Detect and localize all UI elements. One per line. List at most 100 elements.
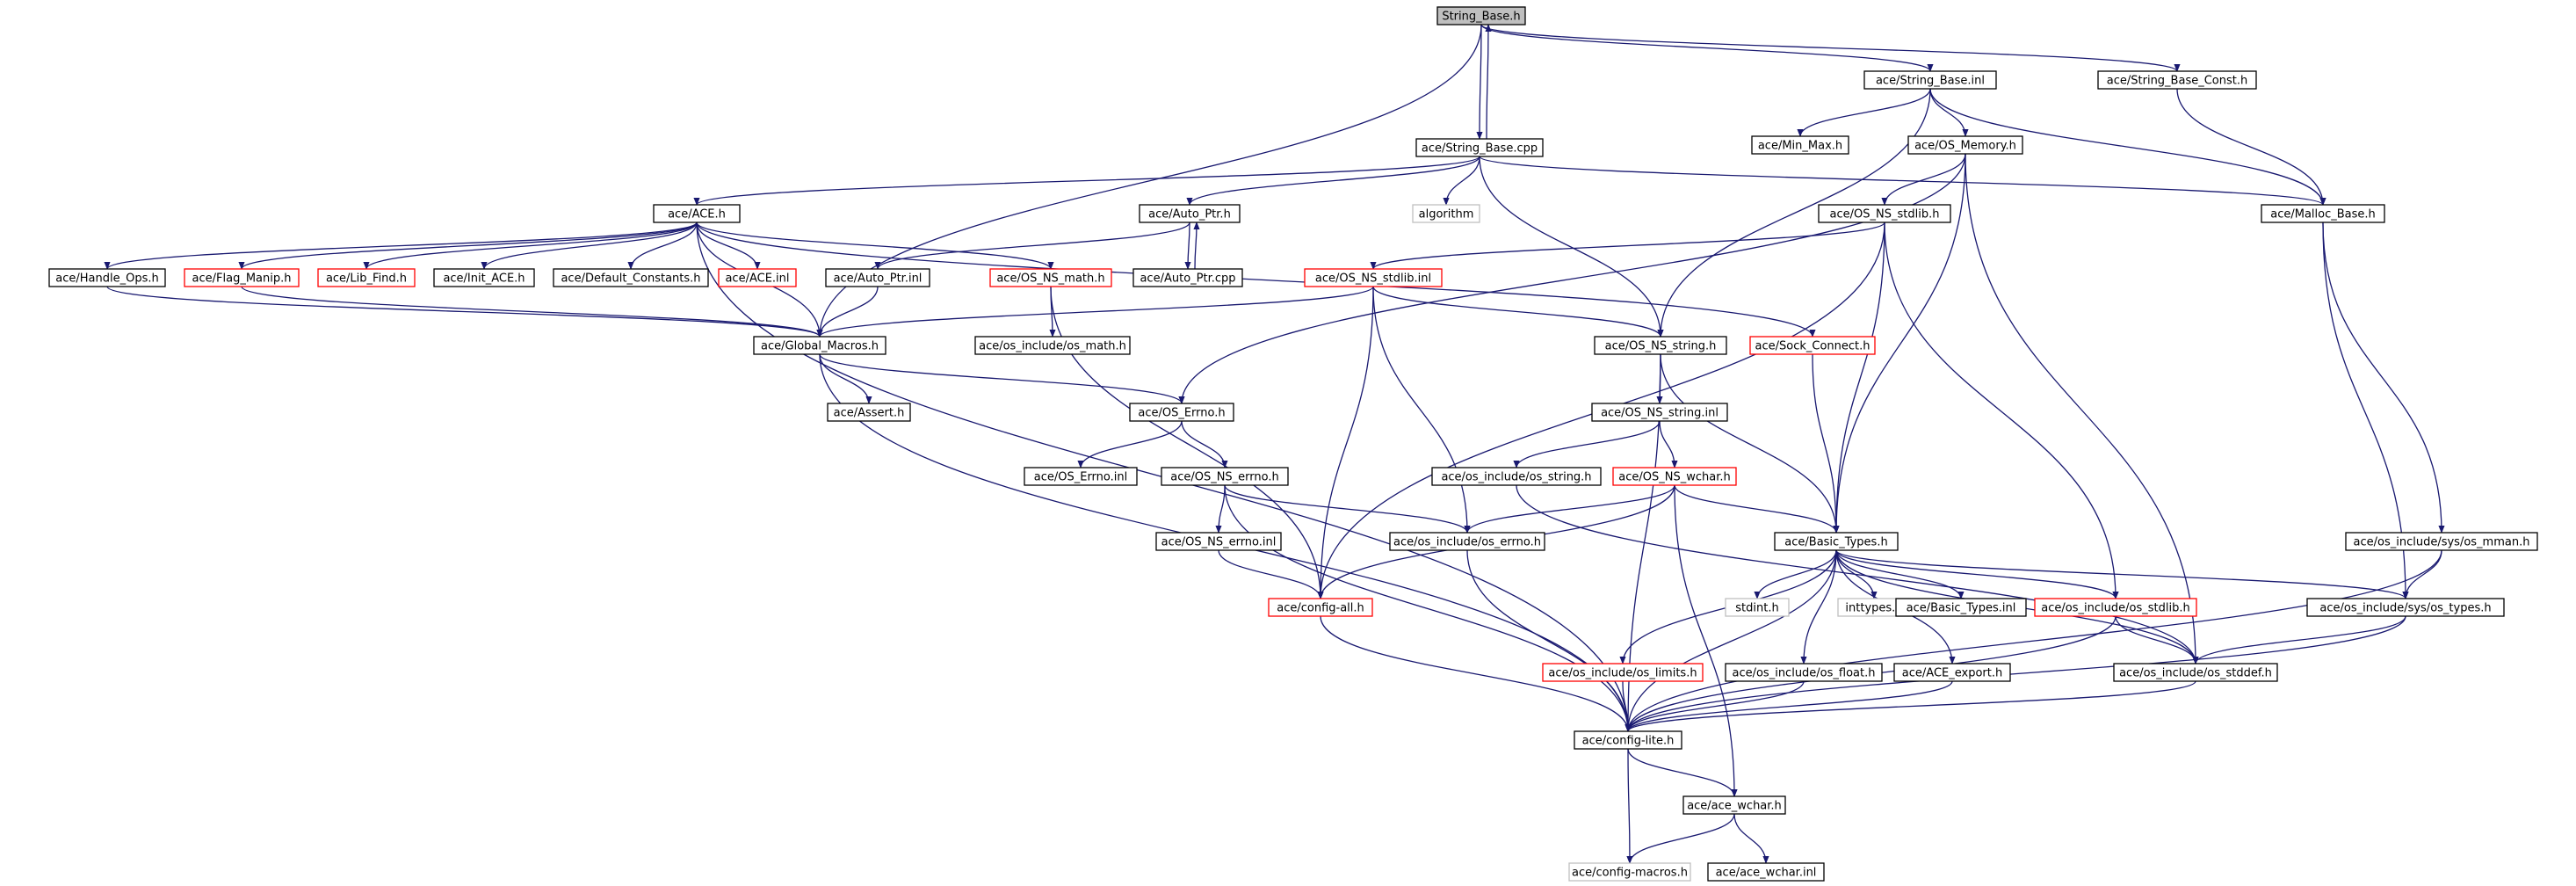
node-box	[1574, 730, 1682, 750]
node-ace_os_memory_h[interactable]: ace/OS_Memory.h	[1907, 135, 2023, 155]
node-ace_os_ns_stdlib_h[interactable]: ace/OS_NS_stdlib.h	[1818, 204, 1951, 223]
edge-ace_os_memory_h-to-ace_os_ns_stdlib_h	[1881, 153, 1966, 206]
edge-ace_os_ns_wchar_h-to-ace_ace_wchar_h	[1674, 484, 1738, 797]
node-ace_os_include_os_string_h[interactable]: ace/os_include/os_string.h	[1431, 467, 1602, 486]
node-label: ace/ace_wchar.inl	[1716, 867, 1817, 880]
edge-ace_string_base_inl-to-ace_min_max_h	[1797, 88, 1931, 137]
edge-ace_os_ns_stdlib_inl-to-ace_config_all_h	[1317, 286, 1374, 599]
node-label: ace/config-macros.h	[1572, 867, 1688, 880]
node-ace_min_max_h[interactable]: ace/Min_Max.h	[1751, 135, 1849, 155]
node-label: ace/OS_NS_stdlib.h	[1830, 208, 1940, 222]
node-ace_os_include_sys_os_types_h[interactable]: ace/os_include/sys/os_types.h	[2306, 598, 2505, 617]
node-ace_lib_find_h[interactable]: ace/Lib_Find.h	[317, 268, 416, 287]
node-ace_ace_inl[interactable]: ace/ACE.inl	[718, 268, 797, 287]
node-ace_ace_h[interactable]: ace/ACE.h	[653, 204, 741, 223]
edge-string_base_h-to-ace_global_macros_h	[816, 24, 1482, 338]
node-ace_flag_manip_h[interactable]: ace/Flag_Manip.h	[184, 268, 300, 287]
node-box	[1907, 135, 2023, 155]
edge-ace_ace_h-to-ace_lib_find_h	[363, 222, 698, 270]
node-label: ace/os_include/sys/os_mman.h	[2354, 536, 2530, 549]
edge-ace_malloc_base_h-to-ace_os_include_sys_os_mman_h	[2322, 222, 2445, 534]
node-ace_auto_ptr_inl[interactable]: ace/Auto_Ptr.inl	[825, 268, 930, 287]
node-ace_ace_wchar_h[interactable]: ace/ace_wchar.h	[1682, 795, 1786, 815]
node-ace_os_include_sys_os_mman_h[interactable]: ace/os_include/sys/os_mman.h	[2345, 532, 2538, 551]
edge-ace_string_base_cpp-to-ace_malloc_base_h	[1479, 156, 2326, 206]
node-ace_handle_ops_h[interactable]: ace/Handle_Ops.h	[48, 268, 166, 287]
node-ace_string_base_const_h[interactable]: ace/String_Base_Const.h	[2097, 70, 2257, 90]
edge-ace_ace_h-to-ace_sock_connect_h	[696, 222, 1816, 338]
edges-layer	[104, 24, 2445, 864]
node-ace_os_ns_string_inl[interactable]: ace/OS_NS_string.inl	[1591, 403, 1728, 422]
node-label: ace/os_include/os_stdlib.h	[2041, 602, 2189, 615]
node-box	[1415, 138, 1544, 157]
node-box	[1751, 135, 1849, 155]
edge-ace_os_ns_errno_h-to-ace_config_lite_h	[1224, 484, 1632, 732]
node-ace_os_ns_wchar_h[interactable]: ace/OS_NS_wchar.h	[1612, 467, 1737, 486]
node-ace_os_ns_stdlib_inl[interactable]: ace/OS_NS_stdlib.inl	[1304, 268, 1443, 287]
node-box	[1412, 204, 1480, 223]
edge-ace_os_memory_h-to-ace_os_errno_h	[1178, 153, 1966, 404]
node-ace_os_ns_math_h[interactable]: ace/OS_NS_math.h	[989, 268, 1112, 287]
node-label: ace/ace_wchar.h	[1687, 800, 1782, 813]
node-ace_malloc_base_h[interactable]: ace/Malloc_Base.h	[2261, 204, 2385, 223]
node-label: ace/OS_Errno.h	[1138, 407, 1225, 420]
node-ace_os_include_os_errno_h[interactable]: ace/os_include/os_errno.h	[1389, 532, 1545, 551]
edge-ace_basic_types_h-to-ace_os_include_sys_os_types_h	[1835, 549, 2409, 599]
edge-ace_ace_h-to-ace_os_ns_math_h	[696, 222, 1054, 270]
edge-ace_os_ns_stdlib_h-to-ace_os_include_os_stdlib_h	[1884, 222, 2119, 599]
node-ace_os_include_os_stddef_h[interactable]: ace/os_include/os_stddef.h	[2113, 663, 2278, 682]
node-ace_ace_export_h[interactable]: ace/ACE_export.h	[1893, 663, 2011, 682]
node-ace_init_ace_h[interactable]: ace/Init_ACE.h	[433, 268, 535, 287]
node-label: ace/Auto_Ptr.inl	[834, 272, 923, 286]
edge-ace_os_ns_stdlib_inl-to-ace_os_ns_string_h	[1372, 286, 1664, 338]
node-label: ace/ACE.inl	[725, 272, 789, 286]
node-ace_os_include_os_float_h[interactable]: ace/os_include/os_float.h	[1725, 663, 1883, 682]
node-box	[433, 268, 535, 287]
node-ace_os_ns_errno_h[interactable]: ace/OS_NS_errno.h	[1161, 467, 1289, 486]
node-ace_os_errno_h[interactable]: ace/OS_Errno.h	[1129, 403, 1234, 422]
node-label: ace/Default_Constants.h	[561, 272, 700, 286]
edge-ace_os_ns_errno_h-to-ace_os_include_os_errno_h	[1224, 484, 1471, 534]
edge-ace_os_include_sys_os_mman_h-to-ace_os_include_sys_os_types_h	[2402, 549, 2442, 599]
node-ace_ace_wchar_inl[interactable]: ace/ace_wchar.inl	[1707, 862, 1825, 882]
edge-ace_os_ns_string_inl-to-ace_os_include_os_string_h	[1513, 420, 1661, 468]
node-label: ace/Min_Max.h	[1758, 140, 1842, 153]
node-ace_config_all_h[interactable]: ace/config-all.h	[1268, 598, 1373, 617]
node-ace_basic_types_inl[interactable]: ace/Basic_Types.inl	[1895, 598, 2027, 617]
node-algorithm: algorithm	[1412, 204, 1480, 223]
node-box	[1863, 70, 1997, 90]
node-ace_string_base_inl[interactable]: ace/String_Base.inl	[1863, 70, 1997, 90]
node-label: ace/os_include/sys/os_types.h	[2319, 602, 2491, 615]
edge-ace_basic_types_h-to-ace_os_include_os_stdlib_h	[1835, 549, 2119, 599]
edge-ace_ace_export_h-to-ace_config_lite_h	[1624, 680, 1953, 732]
edge-ace_os_include_sys_os_types_h-to-ace_os_include_os_stddef_h	[2192, 615, 2406, 664]
node-label: ace/String_Base.inl	[1876, 75, 1985, 88]
node-ace_os_include_os_math_h[interactable]: ace/os_include/os_math.h	[974, 336, 1131, 355]
node-ace_os_include_os_limits_h[interactable]: ace/os_include/os_limits.h	[1542, 663, 1704, 682]
edge-ace_sock_connect_h-to-ace_basic_types_h	[1812, 353, 1840, 534]
node-ace_os_ns_string_h[interactable]: ace/OS_NS_string.h	[1594, 336, 1727, 355]
node-ace_string_base_cpp[interactable]: ace/String_Base.cpp	[1415, 138, 1544, 157]
node-box	[974, 336, 1131, 355]
node-ace_basic_types_h[interactable]: ace/Basic_Types.h	[1774, 532, 1899, 551]
node-ace_config_macros_h: ace/config-macros.h	[1568, 862, 1691, 882]
node-string_base_h[interactable]: String_Base.h	[1436, 6, 1526, 25]
node-label: ace/OS_NS_errno.inl	[1161, 536, 1277, 549]
node-ace_os_include_os_stdlib_h[interactable]: ace/os_include/os_stdlib.h	[2034, 598, 2197, 617]
node-ace_global_macros_h[interactable]: ace/Global_Macros.h	[753, 336, 886, 355]
edge-ace_os_ns_string_h-to-ace_basic_types_h	[1660, 353, 1840, 534]
node-ace_config_lite_h[interactable]: ace/config-lite.h	[1574, 730, 1682, 750]
node-ace_auto_ptr_cpp[interactable]: ace/Auto_Ptr.cpp	[1132, 268, 1243, 287]
node-box	[1155, 532, 1282, 551]
node-inttypes_h: inttypes.h	[1837, 598, 1911, 617]
node-ace_sock_connect_h[interactable]: ace/Sock_Connect.h	[1749, 336, 1876, 355]
node-ace_auto_ptr_h[interactable]: ace/Auto_Ptr.h	[1139, 204, 1241, 223]
node-box	[2113, 663, 2278, 682]
edge-ace_basic_types_h-to-stdint_h	[1754, 549, 1837, 599]
node-ace_os_errno_inl[interactable]: ace/OS_Errno.inl	[1024, 467, 1138, 486]
node-ace_default_constants_h[interactable]: ace/Default_Constants.h	[553, 268, 709, 287]
node-ace_os_ns_errno_inl[interactable]: ace/OS_NS_errno.inl	[1155, 532, 1282, 551]
node-box	[1594, 336, 1727, 355]
edge-ace_os_ns_stdlib_inl-to-ace_os_include_os_errno_h	[1372, 286, 1471, 534]
node-ace_assert_h[interactable]: ace/Assert.h	[827, 403, 911, 422]
